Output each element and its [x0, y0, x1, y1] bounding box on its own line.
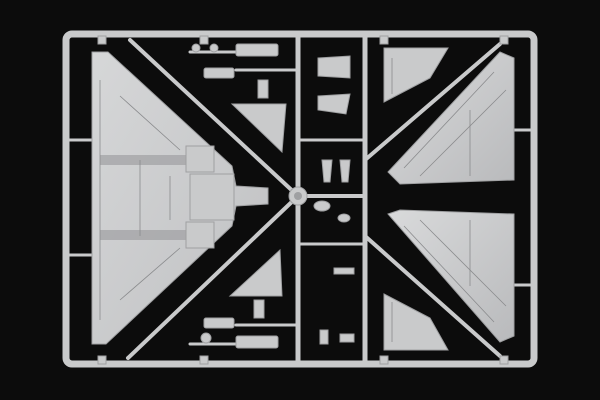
right-lower-stabilizer: [387, 209, 515, 343]
right-lower-small-fin: [383, 293, 449, 351]
small-parts-bottom: [200, 299, 279, 349]
small-parts-top: [191, 43, 279, 99]
right-upper-stabilizer: [387, 51, 515, 185]
center-column-parts: [313, 55, 355, 345]
fin-part-upper: [230, 103, 287, 154]
left-wing-part: [91, 51, 269, 345]
sprue-hub: [288, 186, 308, 206]
frame-gate-tabs: [97, 35, 509, 365]
fin-part-lower: [228, 248, 283, 297]
right-upper-small-fin: [383, 47, 449, 103]
sprue-runners: [64, 33, 536, 365]
sprue-frame: [62, 30, 538, 368]
